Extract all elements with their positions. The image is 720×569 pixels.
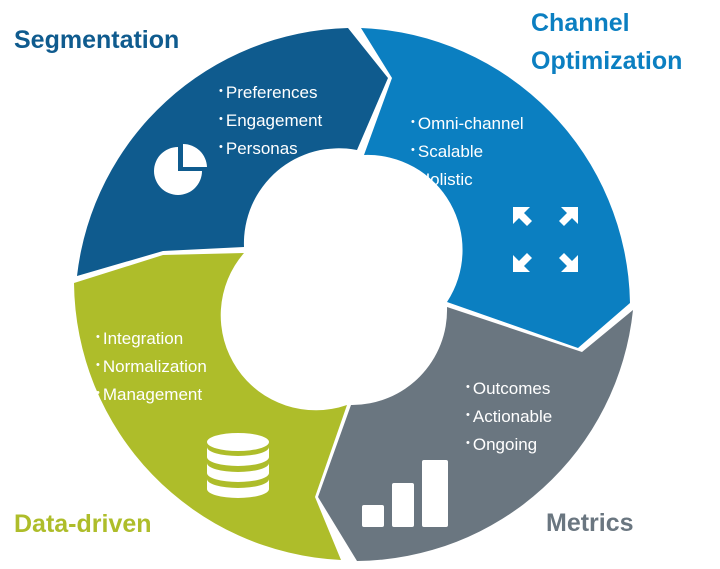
list-item: Ongoing (466, 430, 552, 458)
title-channel-optimization-line2: Optimization (531, 47, 683, 75)
bullets-segmentation: Preferences Engagement Personas (219, 78, 322, 162)
list-item: Normalization (96, 352, 207, 380)
title-segmentation: Segmentation (14, 26, 180, 54)
expand-arrows-icon (513, 207, 578, 272)
title-channel-optimization-line1: Channel (531, 9, 630, 37)
database-icon (207, 433, 269, 498)
list-item: Preferences (219, 78, 322, 106)
title-metrics: Metrics (546, 509, 634, 537)
list-item: Personas (219, 134, 322, 162)
pie-chart-icon (154, 143, 207, 195)
bullets-data-driven: Integration Normalization Management (96, 324, 207, 408)
list-item: Integration (96, 324, 207, 352)
list-item: Actionable (466, 402, 552, 430)
list-item: Management (96, 380, 207, 408)
bullets-metrics: Outcomes Actionable Ongoing (466, 374, 552, 458)
list-item: Engagement (219, 106, 322, 134)
list-item: Holistic (411, 165, 524, 193)
list-item: Scalable (411, 137, 524, 165)
bar-chart-icon (362, 460, 448, 527)
list-item: Omni-channel (411, 109, 524, 137)
list-item: Outcomes (466, 374, 552, 402)
title-data-driven: Data-driven (14, 510, 152, 538)
bullets-channel-optimization: Omni-channel Scalable Holistic (411, 109, 524, 193)
